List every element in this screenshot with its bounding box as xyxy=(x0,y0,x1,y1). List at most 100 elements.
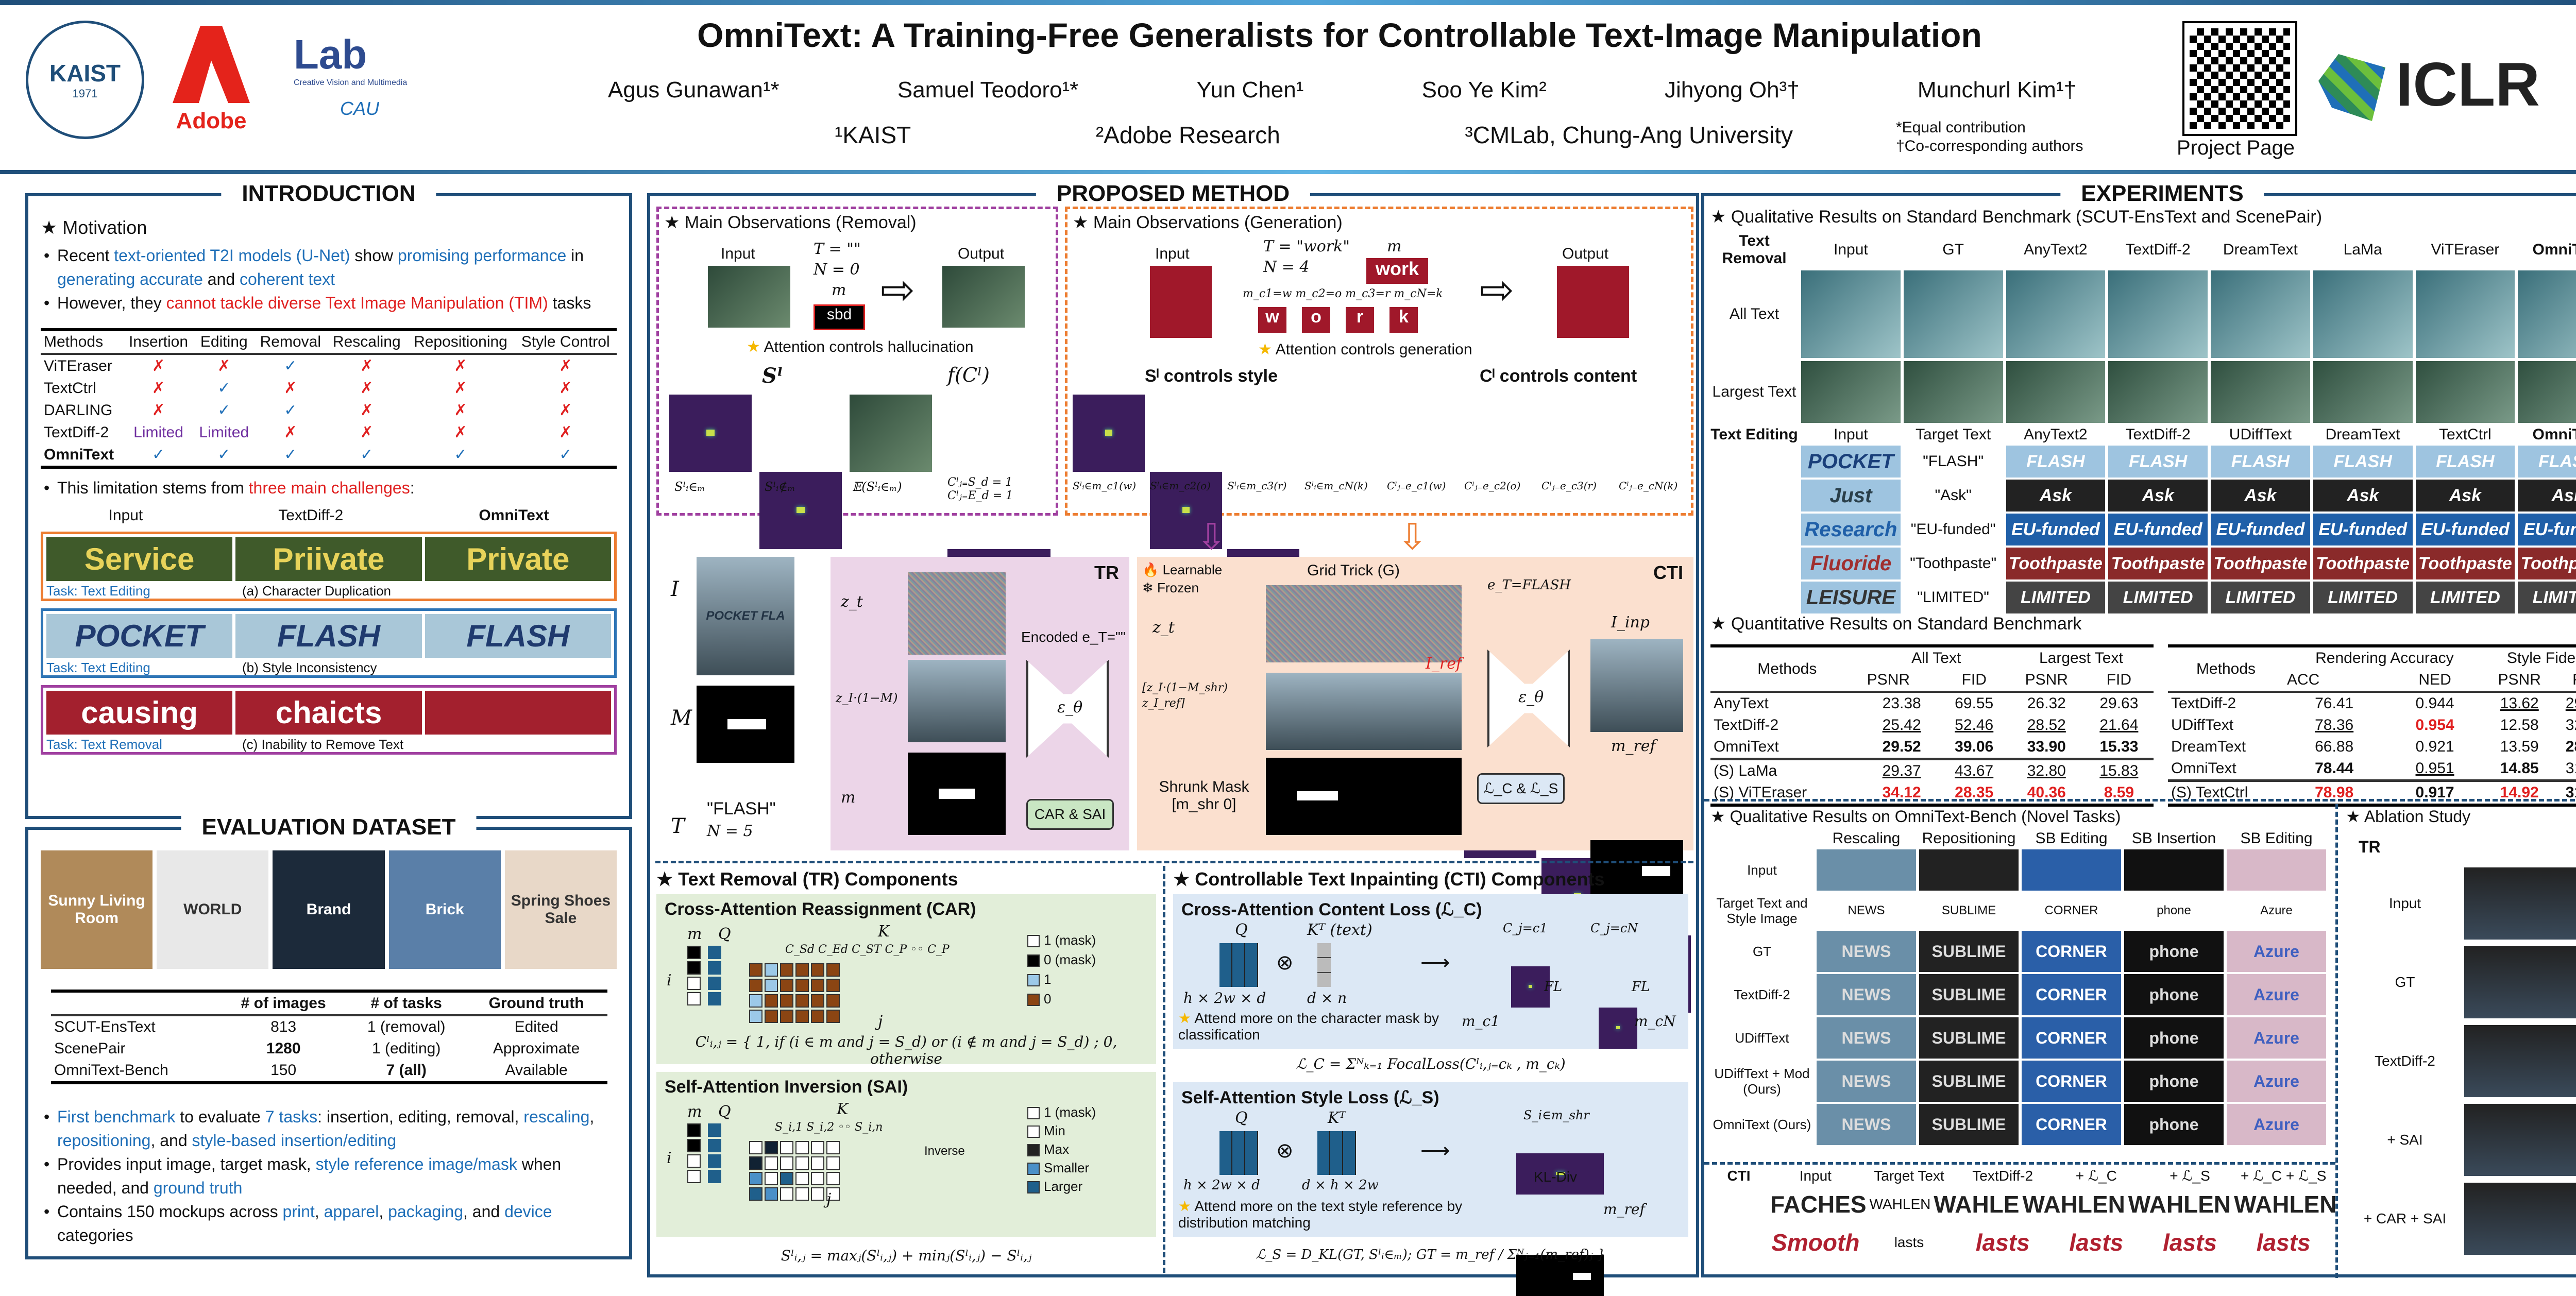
label: T = "" xyxy=(814,240,861,258)
target-text: CORNER xyxy=(2044,903,2098,917)
matrix-cell xyxy=(811,1187,824,1201)
heatmap-label: Cˡⱼ₌e_cN(k) xyxy=(1619,480,1678,492)
result-image: SUBLIME xyxy=(1919,1017,2019,1059)
label: Cˡ controls content xyxy=(1480,366,1637,386)
ablation-row: TextDiff-2 xyxy=(2346,1024,2576,1098)
target-text: "FLASH" xyxy=(1923,453,1984,470)
matrix-cell xyxy=(780,979,793,992)
attention-heatmap xyxy=(1150,472,1222,549)
divider xyxy=(1704,799,2576,802)
car-equation: Cˡᵢ,ⱼ = { 1, if (i ∈ m and j = S_d) or (… xyxy=(695,1033,1117,1067)
result-image: Azure xyxy=(2227,1061,2326,1102)
mask-latent xyxy=(908,753,1006,835)
inpainted-output-image xyxy=(1590,639,1683,732)
section-title: EVALUATION DATASET xyxy=(181,814,477,840)
legend-label: Max xyxy=(1044,1141,1070,1157)
metric-value: 25.42 xyxy=(1882,717,1921,734)
target-text: "EU-funded" xyxy=(1910,521,1996,538)
column-header: Methods xyxy=(2168,644,2284,693)
capability-cell: ✗ xyxy=(406,399,514,421)
experiments-panel: EXPERIMENTS ★ Qualitative Results on Sta… xyxy=(1701,181,2576,1278)
matrix-cell xyxy=(749,1141,762,1154)
example-image: FLASH xyxy=(235,614,422,658)
target-text: NEWS xyxy=(1848,903,1885,917)
matrix-cell xyxy=(708,1154,721,1168)
ablation-row: + CAR + SAI xyxy=(2346,1181,2576,1256)
bullet: First benchmark to evaluate 7 tasks: ins… xyxy=(41,1105,617,1152)
label: ε_θ xyxy=(1057,698,1083,717)
project-page-link[interactable]: Project Page xyxy=(2177,137,2295,159)
result-image: EU-funded xyxy=(2313,514,2413,545)
result-image: LIMITED xyxy=(2518,582,2576,613)
column-header: SB Editing xyxy=(2240,830,2313,847)
attention-heatmap xyxy=(1073,395,1145,472)
capability-cell: ✗ xyxy=(123,354,194,377)
legend-swatch xyxy=(1027,994,1040,1007)
column-group-header: All Text xyxy=(1863,644,2009,669)
result-image: EU-funded xyxy=(2108,514,2208,545)
query-matrix xyxy=(1219,1131,1258,1175)
result-image xyxy=(2022,849,2121,891)
char-mask: w xyxy=(1258,307,1286,333)
dataset-sample-image: Spring Shoes Sale xyxy=(504,850,617,969)
method-name: DreamText xyxy=(2171,738,2246,755)
example-image: FLASH xyxy=(425,614,611,658)
affiliation: ¹KAIST xyxy=(835,122,911,148)
row-label: Input xyxy=(1747,862,1777,878)
legend-label: 1 xyxy=(1044,971,1052,987)
top-banner-bar xyxy=(0,0,2576,5)
task-label: Task: Text Editing xyxy=(46,660,150,675)
divider xyxy=(2335,804,2338,1278)
matrix-cell xyxy=(780,1010,793,1023)
column-header: Target Text xyxy=(1916,426,1991,443)
input-image: Just xyxy=(1801,480,1901,511)
result-image: NEWS xyxy=(1817,1104,1916,1145)
query-column xyxy=(708,1123,721,1201)
ablation-row: Input xyxy=(2346,866,2576,941)
down-arrow-icon: ⇩ xyxy=(1196,517,1227,557)
expected-attention-image xyxy=(850,395,932,472)
iclr-logo-text: ICLR xyxy=(2396,50,2540,119)
column-group-header: Largest Text xyxy=(2008,644,2154,669)
table-cell: 1 (editing) xyxy=(371,1040,441,1057)
row-label: GT xyxy=(1752,944,1772,959)
metric-value: 78.44 xyxy=(2315,760,2354,777)
result-image: Ask xyxy=(2006,480,2106,511)
cti-module: CTI 🔥 Learnable ❄ Frozen Grid Trick (G) … xyxy=(1137,557,1693,902)
qr-code[interactable] xyxy=(2182,21,2297,136)
attention-heatmap xyxy=(1599,1008,1637,1049)
metric-value: 15.33 xyxy=(2099,738,2139,755)
table-cell: 1 (removal) xyxy=(367,1018,446,1035)
label: m_c1 xyxy=(1462,1013,1500,1030)
result-image: phone xyxy=(2124,1104,2224,1145)
example-image: causing xyxy=(46,691,233,735)
cross-icon: ✗ xyxy=(284,380,297,397)
column-header: PSNR xyxy=(2485,669,2554,693)
matrix-cell xyxy=(795,1141,809,1154)
section-title: EXPERIMENTS xyxy=(2060,181,2264,207)
legend-item: 0 (mask) xyxy=(1027,950,1096,969)
iclr-logo-mark xyxy=(2318,54,2385,121)
target-text: lasts xyxy=(1894,1234,1924,1250)
result-image xyxy=(2313,270,2413,358)
method-name: OmniText xyxy=(2171,760,2236,777)
matrix-cell xyxy=(795,1187,809,1201)
label: Q xyxy=(1235,1109,1248,1127)
grid-image-latent xyxy=(1266,673,1462,750)
section-title: PROPOSED METHOD xyxy=(1036,181,1311,207)
down-arrow-icon: ⇩ xyxy=(1397,517,1428,557)
row-label: + SAI xyxy=(2387,1131,2423,1148)
result-image: phone xyxy=(2124,1061,2224,1102)
capability-cell: ✗ xyxy=(406,421,514,444)
column-header: NED xyxy=(2384,669,2485,693)
input-image: Fluoride xyxy=(1801,548,1901,579)
matrix-cell xyxy=(826,1010,840,1023)
metric-value: 28.52 xyxy=(2027,717,2066,734)
heatmap-label: Sˡᵢ∈m_cN(k) xyxy=(1304,480,1368,492)
attention-matrix xyxy=(687,946,840,1023)
attention-note: ★ Attend more on the character mask by c… xyxy=(1178,1010,1439,1043)
